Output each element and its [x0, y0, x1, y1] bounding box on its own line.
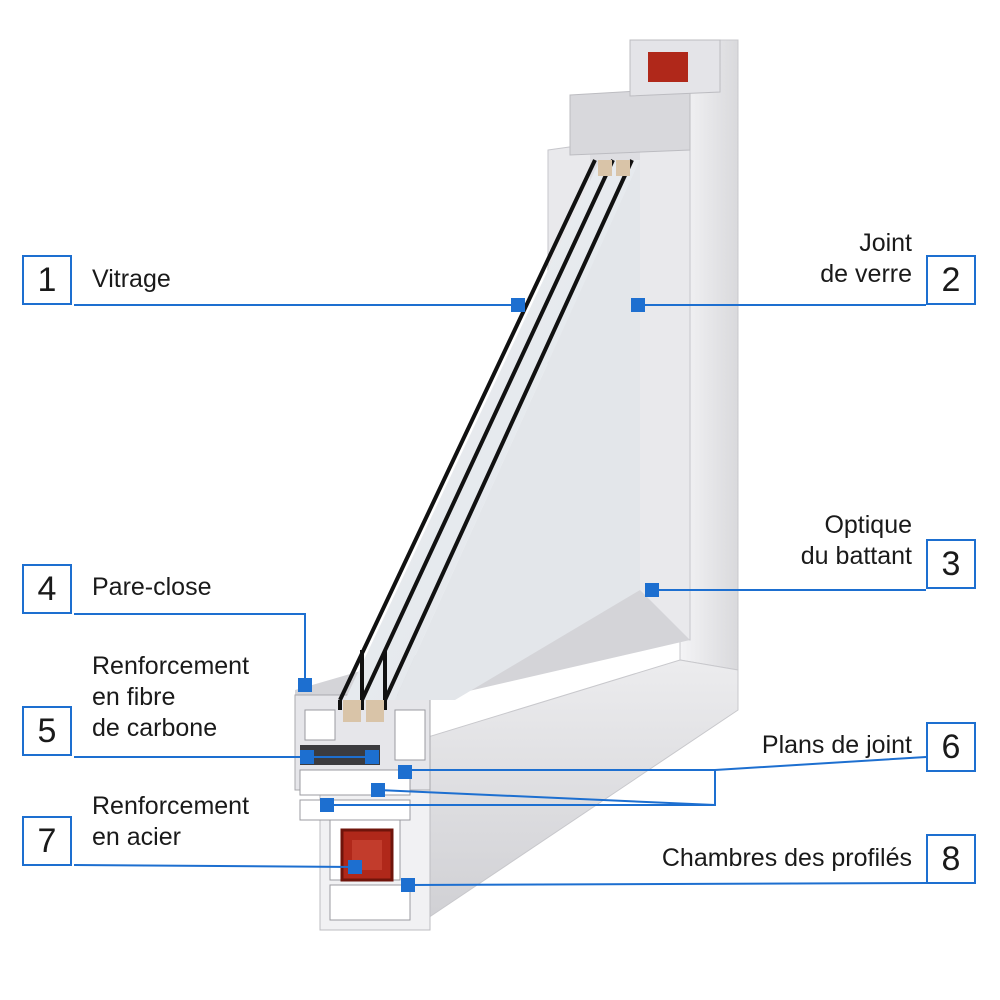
- callout-label-8: Chambres des profilés: [661, 844, 912, 872]
- glazing: [338, 159, 640, 710]
- glass-spacers: [343, 160, 630, 722]
- callout-label-7: Renforcement en acier: [92, 792, 250, 851]
- marker-7: [348, 860, 362, 874]
- callout-label-3: Optique du battant: [800, 511, 912, 570]
- marker-2: [631, 298, 645, 312]
- marker-5a: [300, 750, 314, 764]
- callout-label-5: Renforcement en fibre de carbone: [92, 652, 250, 742]
- sash-reinforcement-top: [648, 52, 688, 82]
- marker-3: [645, 583, 659, 597]
- callout-number-7: 7: [22, 816, 72, 866]
- leader-lines: [73, 304, 927, 886]
- callout-number-5: 5: [22, 706, 72, 756]
- callout-number-1: 1: [22, 255, 72, 305]
- callout-number-4: 4: [22, 564, 72, 614]
- marker-5b: [365, 750, 379, 764]
- callout-label-1: Vitrage: [92, 265, 171, 293]
- marker-4: [298, 678, 312, 692]
- marker-8: [401, 878, 415, 892]
- callout-markers: [298, 298, 659, 892]
- callout-number-3: 3: [926, 539, 976, 589]
- callout-label-4: Pare-close: [92, 573, 212, 601]
- marker-6c: [320, 798, 334, 812]
- callout-number-2: 2: [926, 255, 976, 305]
- marker-6a: [398, 765, 412, 779]
- marker-1: [511, 298, 525, 312]
- callout-label-2: Joint de verre: [820, 229, 912, 288]
- callout-number-6: 6: [926, 722, 976, 772]
- marker-6b: [371, 783, 385, 797]
- callout-label-6: Plans de joint: [761, 731, 912, 759]
- callout-number-8: 8: [926, 834, 976, 884]
